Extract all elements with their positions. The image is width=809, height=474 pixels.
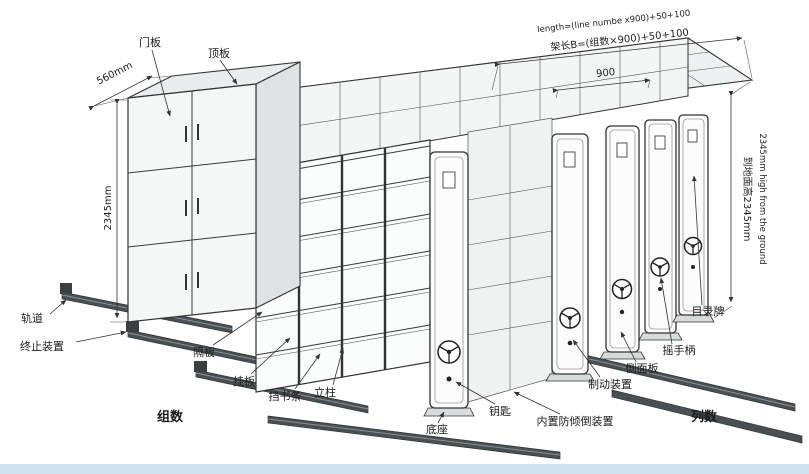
label-door-panel: 门板 bbox=[139, 35, 161, 49]
label-group-count: 组数 bbox=[157, 409, 184, 425]
label-anti-tip-device: 内置防倾倒装置 bbox=[537, 414, 614, 428]
end-panel-4 bbox=[638, 119, 683, 341]
handwheel-icon bbox=[683, 236, 703, 256]
label-book-stop-strip: 挡书条 bbox=[269, 389, 302, 403]
bottom-strip bbox=[0, 464, 809, 474]
label-upright-column: 立柱 bbox=[314, 385, 336, 399]
catalog-plate-card bbox=[563, 151, 576, 168]
key-lock bbox=[658, 287, 662, 291]
label-side-panel: 侧面板 bbox=[626, 361, 659, 375]
catalog-plate-card bbox=[442, 171, 456, 189]
part-labels: 门板 顶板 轨道 终止装置 隔板 挂板 挡书条 立柱 组数 底座 钥匙 内置防倾… bbox=[20, 35, 725, 436]
catalog-plate-card bbox=[616, 142, 628, 158]
leader-lines bbox=[49, 49, 703, 424]
base-plate bbox=[599, 351, 646, 360]
key-lock bbox=[567, 340, 573, 346]
door-handles bbox=[185, 124, 199, 290]
base-plate bbox=[423, 407, 475, 417]
catalog-plate-card bbox=[654, 135, 666, 150]
label-catalog-plate: 目录牌 bbox=[692, 304, 725, 318]
label-end-stop-device: 终止装置 bbox=[20, 339, 64, 353]
handwheel-icon bbox=[437, 340, 461, 364]
handwheel-icon bbox=[650, 257, 670, 277]
end-panel-2 bbox=[545, 133, 595, 382]
label-top-panel: 顶板 bbox=[208, 46, 230, 60]
key-lock bbox=[446, 376, 452, 382]
end-stop-block bbox=[126, 321, 139, 332]
end-panels bbox=[423, 114, 715, 417]
label-column-count: 列数 bbox=[691, 409, 718, 425]
end-panel-1 bbox=[423, 151, 475, 417]
label-base: 底座 bbox=[426, 422, 448, 436]
key-lock bbox=[691, 265, 695, 269]
end-panel-3 bbox=[599, 125, 646, 360]
aisle-shelving bbox=[467, 117, 553, 403]
catalog-plate-card bbox=[687, 129, 698, 143]
handwheel-icon bbox=[611, 278, 633, 300]
dim-depth-text: 560mm bbox=[95, 60, 134, 87]
dim-height-right-en: 2345mm high from the ground bbox=[757, 133, 767, 264]
label-hanging-board: 挂板 bbox=[233, 374, 255, 388]
base-plate bbox=[638, 332, 683, 341]
end-panel-5 bbox=[672, 114, 715, 323]
label-crank-handle: 摇手柄 bbox=[663, 343, 696, 357]
label-rail: 轨道 bbox=[21, 311, 43, 325]
end-stop-block bbox=[60, 283, 72, 294]
cabinet-side bbox=[255, 61, 301, 309]
end-stop-block bbox=[194, 361, 207, 372]
label-shelf-board: 隔板 bbox=[193, 345, 215, 359]
dim-height-left: 2345mm bbox=[103, 98, 128, 323]
dim-bay-length-text: 900 bbox=[596, 67, 616, 80]
dim-height-right: 到地面高2345mm 2345mm high from the ground bbox=[713, 81, 767, 319]
base-plate bbox=[545, 373, 595, 382]
dim-height-right-cn: 到地面高2345mm bbox=[741, 157, 754, 242]
label-key: 钥匙 bbox=[489, 404, 511, 418]
label-brake-device: 制动装置 bbox=[588, 378, 632, 391]
dim-height-left-text: 2345mm bbox=[103, 186, 114, 231]
key-lock bbox=[619, 309, 625, 315]
handwheel-icon bbox=[559, 307, 581, 329]
door-cabinet bbox=[127, 61, 301, 323]
